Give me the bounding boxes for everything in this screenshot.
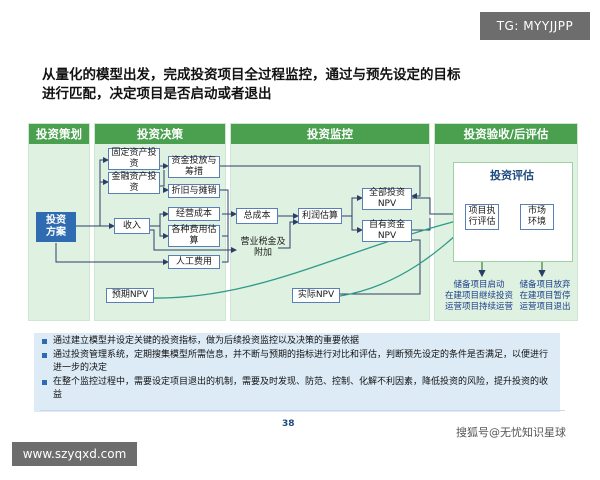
node-financial-asset-investment: 金融资产投 资: [108, 172, 160, 194]
outcome-exit: 储备项目放弃 在建项目暂停 运营项目退出: [512, 280, 578, 313]
node-actual-npv: 实际NPV: [292, 288, 340, 303]
page-number: 38: [282, 419, 295, 429]
node-fixed-asset-investment: 固定资产投 资: [108, 148, 160, 170]
outcome-exit-2: 在建项目暂停: [519, 291, 571, 301]
node-misc-cost-estimate: 各种费用估 算: [168, 225, 220, 247]
node-market-environment: 市场 环境: [520, 204, 554, 230]
phase-decision-label: 投资决策: [95, 124, 225, 144]
headline-line-1: 从量化的模型出发，完成投资项目全过程监控，通过与预先设定的目标: [42, 67, 461, 83]
outcome-exit-1: 储备项目放弃: [519, 280, 571, 290]
node-profit-estimate: 利润估算: [298, 208, 342, 224]
bullet-square-icon: [42, 380, 47, 385]
node-investment-plan: 投资 方案: [36, 212, 76, 242]
bullet-item: 在整个监控过程中，需要设定项目退出的机制，需要及时发现、防范、控制、化解不利因素…: [42, 376, 554, 402]
outcome-continue-3: 运营项目持续运营: [444, 302, 513, 312]
outcome-exit-3: 运营项目退出: [519, 302, 571, 312]
node-own-capital-npv: 自有资金 NPV: [362, 220, 412, 242]
node-business-tax: 营业税金及 附加: [240, 237, 286, 258]
footer-watermark-url: www.szyqxd.com: [12, 442, 137, 466]
phase-acceptance-label: 投资验收/后评估: [435, 124, 577, 144]
headline-line-2: 进行匹配，决定项目是否启动或者退出: [42, 86, 272, 102]
outcome-continue-1: 储备项目启动: [453, 280, 505, 290]
node-project-execution-eval: 项目执 行评估: [465, 204, 499, 230]
node-expected-npv: 预期NPV: [106, 288, 154, 303]
watermark-top: TG: MYYJJPP: [480, 12, 590, 40]
node-depreciation: 折旧与摊销: [168, 184, 220, 198]
phase-monitoring-label: 投资监控: [231, 124, 429, 144]
node-revenue: 收入: [114, 218, 150, 234]
node-labor-cost: 人工费用: [168, 255, 220, 269]
bullet-item: 通过投资管理系统，定期搜集模型所需信息，并不断与预期的指标进行对比和评估，判断预…: [42, 349, 554, 375]
evaluation-title: 投资评估: [490, 169, 534, 182]
node-funding: 资金投放与 筹措: [168, 156, 220, 178]
bullet-square-icon: [42, 339, 47, 344]
outcome-continue: 储备项目启动 在建项目继续投资 运营项目持续运营: [436, 280, 522, 313]
node-operating-cost: 经营成本: [168, 207, 220, 221]
footer-watermark-account: 搜狐号@无忧知识星球: [456, 426, 566, 439]
bullet-square-icon: [42, 353, 47, 358]
footer-rule: [40, 410, 565, 411]
node-full-investment-npv: 全部投资 NPV: [362, 188, 412, 210]
phase-planning-label: 投资策划: [29, 124, 89, 144]
headline: 从量化的模型出发，完成投资项目全过程监控，通过与预先设定的目标 进行匹配，决定项…: [42, 66, 482, 104]
node-total-cost: 总成本: [236, 208, 278, 224]
bullet-item: 通过建立模型并设定关键的投资指标，做为后续投资监控以及决策的重要依据: [42, 335, 554, 348]
bullet-list: 通过建立模型并设定关键的投资指标，做为后续投资监控以及决策的重要依据 通过投资管…: [34, 333, 560, 412]
outcome-continue-2: 在建项目继续投资: [444, 291, 513, 301]
